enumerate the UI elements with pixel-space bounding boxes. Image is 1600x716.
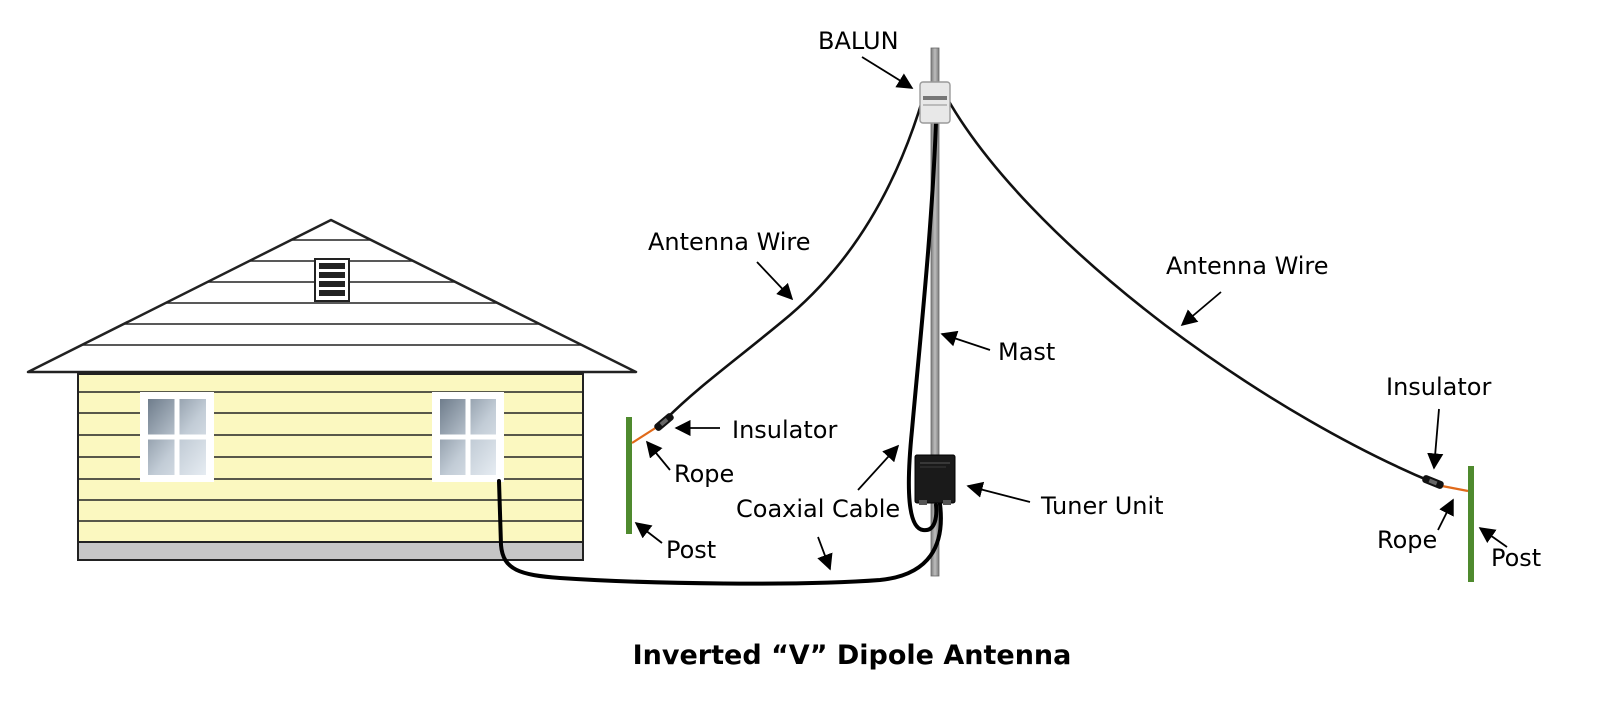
- arrow-rope-left: [645, 440, 671, 471]
- rope-right: [1441, 484, 1469, 493]
- window-left: [140, 392, 214, 482]
- label-mast: Mast: [998, 338, 1055, 366]
- label-tuner-unit: Tuner Unit: [1040, 492, 1164, 520]
- coaxial-cable-ground: [497, 479, 943, 586]
- antenna-wire-left: [664, 96, 925, 421]
- arrow-rope-right: [1437, 498, 1454, 531]
- arrow-balun: [861, 56, 914, 89]
- arrow-antenna-wire-left: [756, 261, 794, 301]
- arrow-antenna-wire-right: [1180, 291, 1222, 327]
- coaxial-cable-vertical: [906, 120, 939, 533]
- mast: [930, 47, 940, 577]
- arrow-post-right: [1478, 527, 1508, 548]
- tuner-unit: [914, 454, 956, 505]
- label-balun: BALUN: [818, 27, 899, 55]
- arrow-insulator-right: [1427, 408, 1444, 470]
- arrow-coax-down: [817, 536, 833, 571]
- insulator-right: [1422, 475, 1444, 489]
- label-insulator-left: Insulator: [732, 416, 837, 444]
- house: [26, 218, 638, 561]
- arrow-tuner-unit: [966, 481, 1031, 503]
- arrow-mast: [940, 330, 991, 351]
- rope-left: [631, 426, 658, 444]
- label-coaxial-cable: Coaxial Cable: [736, 495, 900, 523]
- balun: [919, 81, 951, 124]
- label-antenna-wire-right: Antenna Wire: [1166, 252, 1329, 280]
- post-right: [1468, 466, 1474, 582]
- diagram-title: Inverted “V” Dipole Antenna: [633, 640, 1072, 671]
- arrow-post-left: [634, 522, 663, 544]
- label-antenna-wire-left: Antenna Wire: [648, 228, 811, 256]
- insulator-left: [654, 413, 674, 431]
- attic-vent: [314, 258, 350, 302]
- label-post-right: Post: [1491, 544, 1541, 572]
- antenna-wire-right: [945, 96, 1434, 484]
- post-left: [626, 417, 632, 534]
- arrow-coax-up: [857, 444, 900, 491]
- label-insulator-right: Insulator: [1386, 373, 1491, 401]
- callout-arrows: [634, 56, 1508, 571]
- window-right: [432, 392, 504, 482]
- label-rope-left: Rope: [674, 460, 734, 488]
- label-post-left: Post: [666, 536, 716, 564]
- label-rope-right: Rope: [1377, 526, 1437, 554]
- house-foundation: [77, 541, 584, 561]
